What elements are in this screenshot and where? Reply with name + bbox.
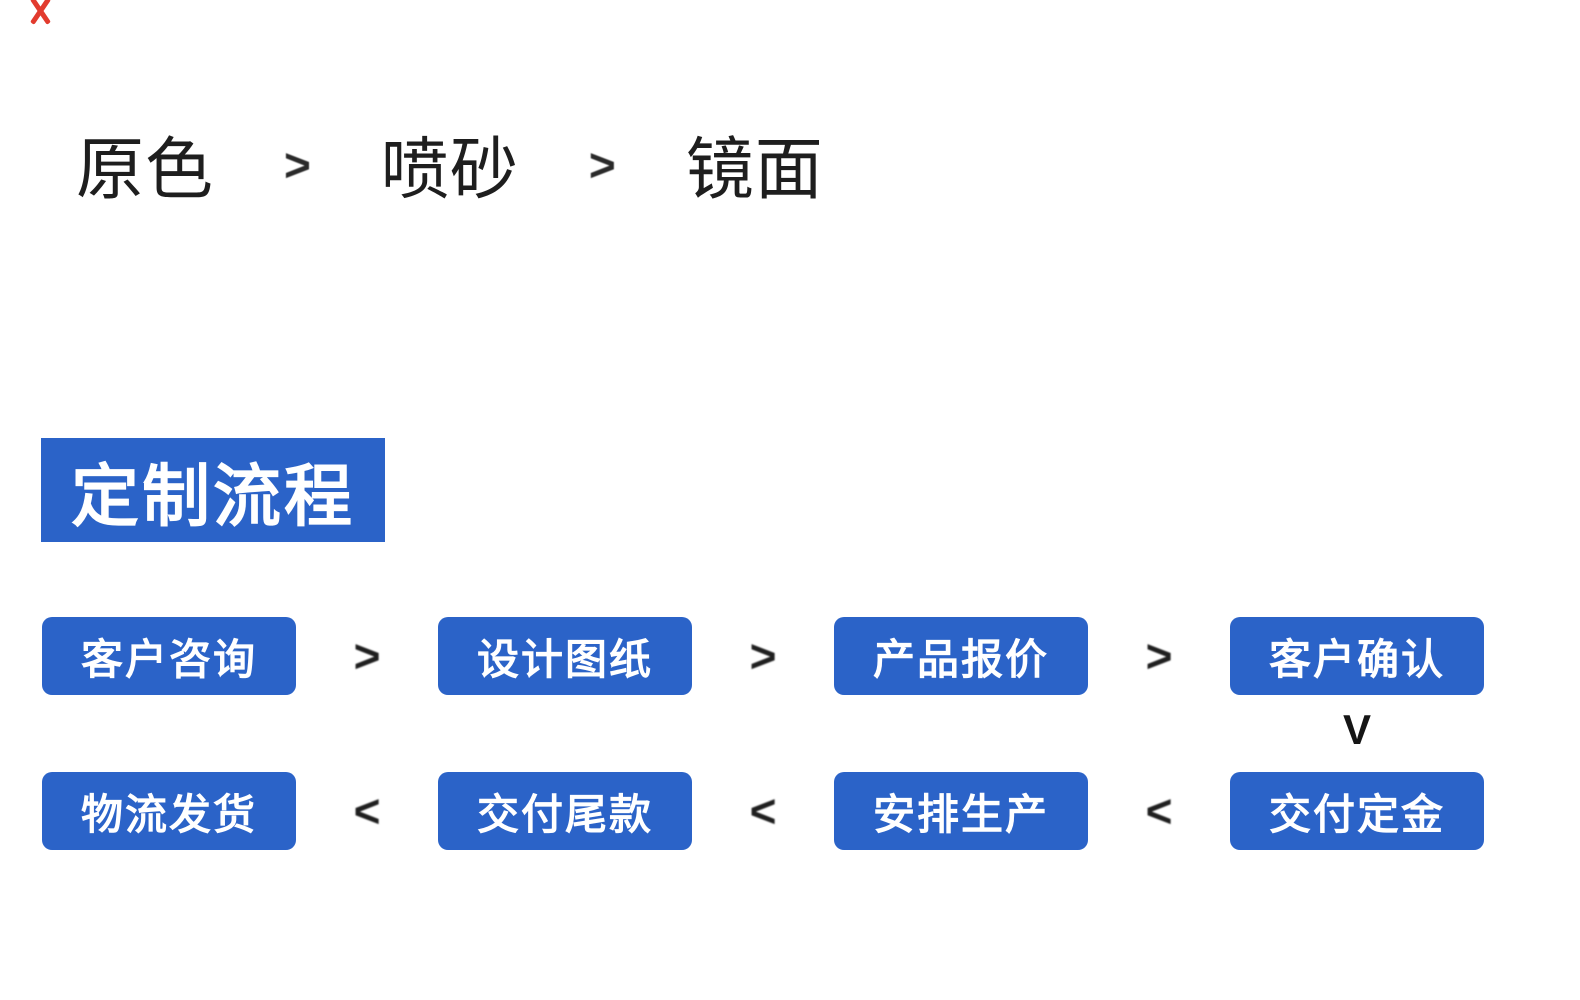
finish-options-bar: 原色 > 喷砂 > 镜面 bbox=[76, 130, 824, 210]
flow-step-logistics-shipping: 物流发货 bbox=[42, 772, 296, 850]
finish-option-original: 原色 bbox=[76, 132, 215, 208]
flow-step-pay-deposit: 交付定金 bbox=[1230, 772, 1484, 850]
chevron-right-icon: > bbox=[588, 139, 616, 191]
flow-step-design-drawing: 设计图纸 bbox=[438, 617, 692, 695]
flow-step-customer-confirm: 客户确认 bbox=[1230, 617, 1484, 695]
red-text-fragment bbox=[28, 0, 52, 26]
section-title-banner: 定制流程 bbox=[41, 438, 385, 542]
arrow-left-icon: < bbox=[749, 785, 777, 837]
finish-option-sandblast: 喷砂 bbox=[380, 132, 519, 208]
flow-step-customer-inquiry: 客户咨询 bbox=[42, 617, 296, 695]
arrow-right-icon: > bbox=[749, 630, 777, 682]
flow-step-pay-balance: 交付尾款 bbox=[438, 772, 692, 850]
flow-step-arrange-production: 安排生产 bbox=[834, 772, 1088, 850]
arrow-right-icon: > bbox=[353, 630, 381, 682]
arrow-down-icon: V bbox=[1342, 706, 1371, 753]
flow-row-top: 客户咨询 > 设计图纸 > 产品报价 > 客户确认 bbox=[42, 617, 1484, 695]
arrow-left-icon: < bbox=[353, 785, 381, 837]
arrow-left-icon: < bbox=[1145, 785, 1173, 837]
chevron-right-icon: > bbox=[284, 139, 311, 191]
finish-option-mirror: 镜面 bbox=[685, 132, 824, 208]
section-title: 定制流程 bbox=[70, 458, 355, 535]
arrow-right-icon: > bbox=[1145, 630, 1173, 682]
flow-step-product-quote: 产品报价 bbox=[834, 617, 1088, 695]
flow-row-bottom: 物流发货 < 交付尾款 < 安排生产 < 交付定金 bbox=[42, 772, 1484, 850]
